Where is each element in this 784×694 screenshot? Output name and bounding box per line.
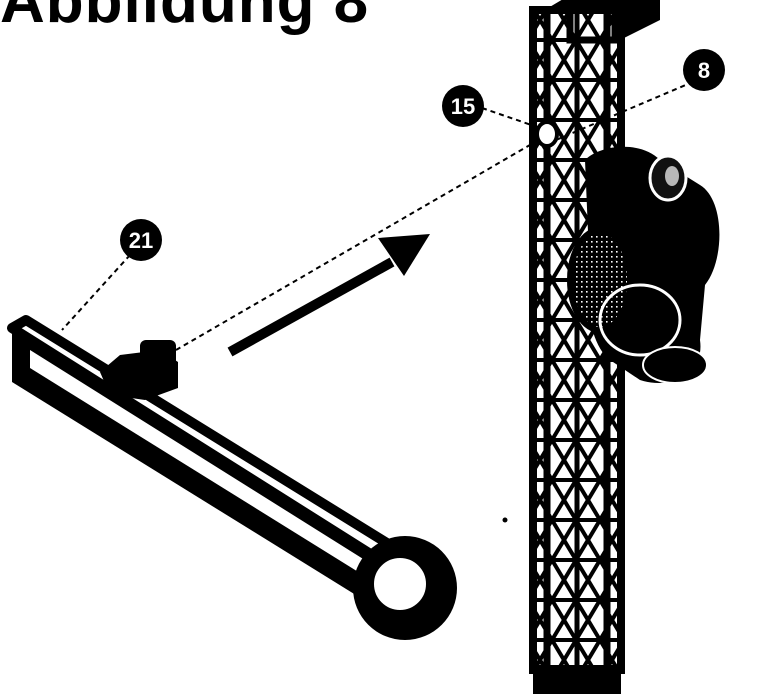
- pivot-pin: [535, 120, 559, 148]
- arrow-icon: [227, 234, 430, 357]
- signal-arm: [7, 315, 457, 640]
- figure-title: Abbildung 8: [0, 0, 370, 36]
- callout-15: 15: [442, 85, 484, 127]
- speck: [502, 517, 508, 523]
- leader-lines: [61, 83, 689, 351]
- callout-8: 8: [683, 49, 725, 91]
- callout-8-label: 8: [698, 58, 710, 83]
- callout-21: 21: [120, 219, 162, 261]
- callout-21-label: 21: [129, 228, 153, 253]
- signal-lamp-housing: [567, 146, 720, 384]
- callout-15-label: 15: [451, 94, 475, 119]
